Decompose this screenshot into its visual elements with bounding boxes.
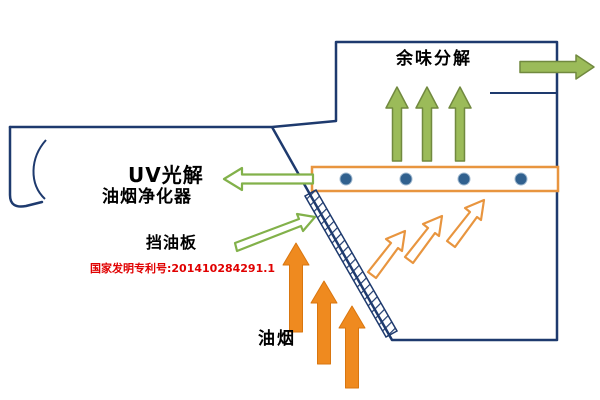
uv-lamp-dot xyxy=(457,172,471,186)
hood-outline xyxy=(8,40,559,342)
label-patent-number: 国家发明专利号:201410284291.1 xyxy=(90,262,276,275)
exhaust-up-arrows xyxy=(385,86,472,162)
label-oil-fume: 油烟 xyxy=(258,329,296,349)
up-arrow-icon xyxy=(448,86,472,162)
label-fume-purifier: 油烟净化器 xyxy=(102,187,192,207)
canopy-inner-curve xyxy=(32,139,47,200)
up-right-arrow-icon xyxy=(445,198,486,249)
up-right-arrow-icon xyxy=(403,214,444,265)
label-uv-photolysis: UV光解 xyxy=(128,163,204,187)
canopy-left-outline xyxy=(8,125,44,208)
uv-pointer-left-arrow-icon xyxy=(222,166,315,192)
up-arrow-icon xyxy=(385,86,409,162)
chamber-airflow-arrows xyxy=(366,198,486,280)
up-arrow-icon xyxy=(415,86,439,162)
up-arrow-icon xyxy=(310,280,338,365)
up-arrow-icon xyxy=(338,305,366,389)
uv-lamp-dot xyxy=(514,172,528,186)
up-arrow-icon xyxy=(282,242,310,333)
fume-inflow-arrows xyxy=(282,242,366,389)
uv-lamp-dot xyxy=(339,172,353,186)
right-arrow-icon xyxy=(519,54,595,80)
up-right-arrow-icon xyxy=(366,229,407,280)
oil-baffle-strip xyxy=(303,188,399,339)
label-odor-decomposition: 余味分解 xyxy=(396,49,472,69)
uv-lamp-dot xyxy=(399,172,413,186)
label-oil-baffle: 挡油板 xyxy=(146,233,198,252)
baffle-pointer-arrow-icon xyxy=(233,212,317,253)
